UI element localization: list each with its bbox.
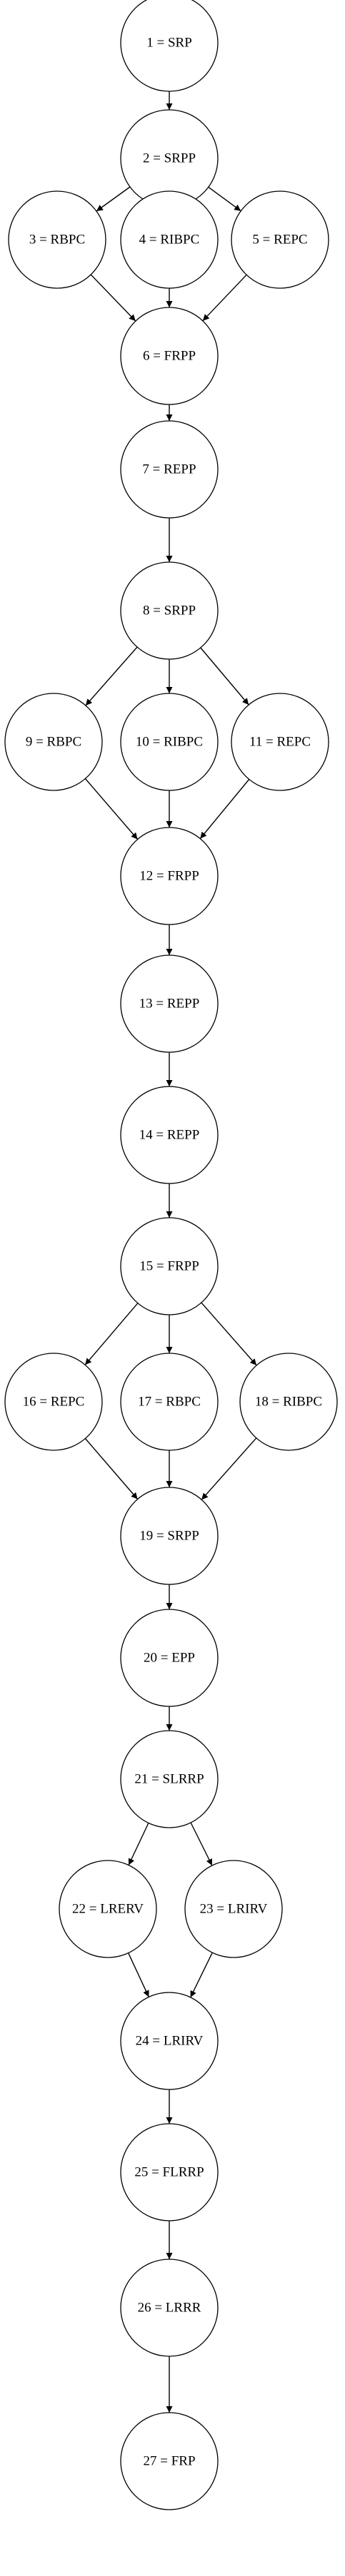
node-circle: [120, 1217, 219, 1315]
node-label: 12 = FRPP: [139, 869, 199, 884]
node-circle: [239, 1353, 338, 1451]
node-label: 2 = SRPP: [143, 151, 196, 166]
graph-node-n22: 22 = LRERV: [59, 1860, 157, 1958]
node-label: 24 = LRIRV: [136, 2034, 204, 2049]
edge-n15-n18: [201, 1302, 257, 1366]
node-circle: [59, 1860, 157, 1958]
graph-node-n17: 17 = RBPC: [120, 1353, 219, 1451]
graph-node-n1: 1 = SRP: [120, 0, 219, 92]
node-label: 15 = FRPP: [139, 1259, 199, 1274]
graph-node-n26: 26 = LRRR: [120, 2259, 219, 2357]
edge-n9-n12: [84, 778, 139, 840]
node-circle: [231, 190, 329, 289]
node-circle: [120, 1086, 219, 1184]
node-label: 3 = RBPC: [29, 233, 85, 248]
graph-node-n13: 13 = REPP: [120, 954, 219, 1053]
edge-n11-n12: [199, 779, 250, 839]
node-label: 11 = REPC: [249, 735, 311, 750]
node-label: 10 = RIBPC: [136, 735, 203, 750]
node-label: 27 = FRP: [143, 2454, 195, 2469]
node-circle: [120, 0, 219, 92]
graph-node-n10: 10 = RIBPC: [120, 693, 219, 791]
graph-node-n4: 4 = RIBPC: [120, 190, 219, 289]
node-label: 14 = REPP: [139, 1128, 200, 1143]
node-label: 16 = REPC: [23, 1395, 85, 1410]
node-label: 5 = REPC: [252, 233, 307, 248]
graph-node-n23: 23 = LRIRV: [184, 1860, 283, 1958]
node-label: 25 = FLRRP: [134, 2165, 204, 2180]
node-label: 22 = LRERV: [72, 1902, 144, 1917]
edge-n8-n11: [200, 647, 249, 706]
node-label: 4 = RIBPC: [139, 233, 200, 248]
edge-n5-n6: [202, 274, 247, 322]
graph-node-n6: 6 = FRPP: [120, 307, 219, 405]
node-circle: [120, 693, 219, 791]
graph-node-n2: 2 = SRPP: [120, 109, 219, 208]
node-label: 21 = SLRRP: [134, 1772, 204, 1787]
node-circle: [120, 307, 219, 405]
graph-node-n25: 25 = FLRRP: [120, 2123, 219, 2221]
node-label: 13 = REPP: [139, 997, 200, 1012]
graph-node-n7: 7 = REPP: [120, 420, 219, 519]
node-circle: [120, 1609, 219, 1707]
edge-n8-n9: [85, 646, 138, 706]
graph-node-n3: 3 = RBPC: [8, 190, 106, 289]
graph-node-n20: 20 = EPP: [120, 1609, 219, 1707]
node-label: 23 = LRIRV: [200, 1902, 268, 1917]
node-label: 7 = REPP: [142, 462, 196, 477]
node-label: 18 = RIBPC: [255, 1395, 322, 1410]
graph-node-n21: 21 = SLRRP: [120, 1730, 219, 1828]
node-circle: [231, 693, 329, 791]
node-label: 8 = SRPP: [143, 604, 196, 618]
node-label: 6 = FRPP: [143, 349, 196, 364]
graph-node-n11: 11 = REPC: [231, 693, 329, 791]
edge-n15-n16: [84, 1303, 139, 1365]
edge-n2-n5: [208, 186, 241, 212]
node-circle: [120, 1730, 219, 1828]
node-circle: [8, 190, 106, 289]
edge-n22-n24: [128, 1953, 149, 1997]
node-circle: [120, 1992, 219, 2090]
node-circle: [120, 1487, 219, 1585]
graph-node-n15: 15 = FRPP: [120, 1217, 219, 1315]
graph-node-n16: 16 = REPC: [4, 1353, 103, 1451]
node-circle: [120, 827, 219, 925]
edge-n21-n22: [128, 1823, 149, 1865]
edge-n16-n19: [84, 1438, 139, 1500]
node-label: 19 = SRPP: [139, 1529, 199, 1544]
node-label: 1 = SRP: [146, 36, 192, 51]
edge-n2-n3: [96, 186, 131, 212]
node-circle: [120, 190, 219, 289]
edge-n18-n19: [201, 1437, 257, 1500]
node-label: 17 = RBPC: [138, 1395, 201, 1410]
graph-node-n12: 12 = FRPP: [120, 827, 219, 925]
node-circle: [120, 2412, 219, 2510]
graph-node-n5: 5 = REPC: [231, 190, 329, 289]
node-circle: [120, 954, 219, 1053]
graph-node-n9: 9 = RBPC: [4, 693, 103, 791]
node-circle: [120, 420, 219, 519]
nodes: 1 = SRP 2 = SRPP 3 = RBPC 4 = RIBPC 5 = REPC…: [4, 0, 338, 2510]
node-circle: [184, 1860, 283, 1958]
graph-node-n14: 14 = REPP: [120, 1086, 219, 1184]
graph-node-n27: 27 = FRP: [120, 2412, 219, 2510]
edge-n3-n6: [90, 274, 136, 322]
graph-node-n18: 18 = RIBPC: [239, 1353, 338, 1451]
node-label: 9 = RBPC: [26, 735, 81, 750]
node-circle: [120, 2123, 219, 2221]
graph-node-n24: 24 = LRIRV: [120, 1992, 219, 2090]
node-circle: [4, 1353, 103, 1451]
node-label: 20 = EPP: [144, 1651, 195, 1666]
node-circle: [120, 2259, 219, 2357]
node-label: 26 = LRRR: [138, 2301, 201, 2316]
node-circle: [120, 1353, 219, 1451]
node-circle: [120, 561, 219, 660]
graph-node-n19: 19 = SRPP: [120, 1487, 219, 1585]
node-circle: [4, 693, 103, 791]
edge-n23-n24: [190, 1952, 213, 1998]
edge-n21-n23: [190, 1822, 213, 1866]
edges: [84, 91, 257, 2413]
graph-node-n8: 8 = SRPP: [120, 561, 219, 660]
